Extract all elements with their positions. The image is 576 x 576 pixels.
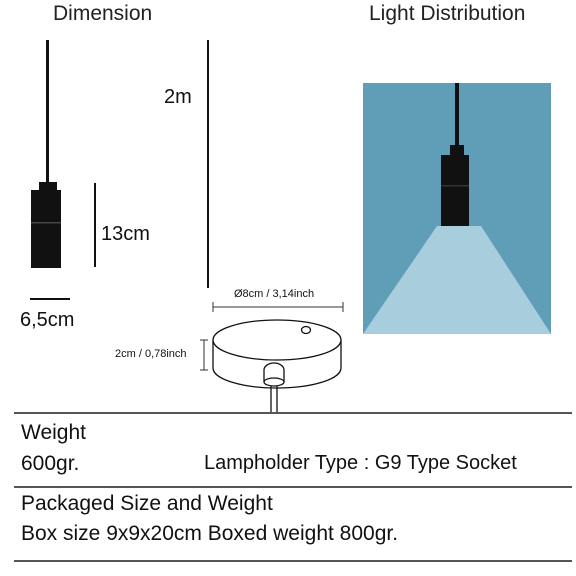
holder-width-label: 6,5cm — [20, 309, 75, 331]
holder-width-line — [30, 298, 70, 300]
packaged-value: Box size 9x9x20cm Boxed weight 800gr. — [21, 522, 399, 545]
cable-length-line — [207, 40, 209, 288]
canopy-diameter-line — [212, 302, 344, 312]
packaged-label: Packaged Size and Weight — [21, 492, 273, 515]
holder-height-line — [94, 183, 96, 267]
ceiling-canopy-drawing — [212, 319, 342, 412]
cable-length-label: 2m — [164, 86, 192, 108]
holder-height-label: 13cm — [101, 223, 150, 245]
weight-label: Weight — [21, 421, 86, 444]
lampholder-type: Lampholder Type : G9 Type Socket — [204, 452, 517, 474]
light-distribution-panel — [363, 83, 551, 334]
weight-value: 600gr. — [21, 452, 80, 475]
light-distribution-header: Light Distribution — [369, 2, 526, 25]
canopy-height-label: 2cm / 0,78inch — [115, 348, 187, 360]
pendant-silhouette — [31, 40, 61, 268]
dimension-header: Dimension — [53, 2, 153, 25]
canopy-diameter-label: Ø8cm / 3,14inch — [234, 288, 315, 300]
canopy-height-line — [200, 339, 208, 371]
